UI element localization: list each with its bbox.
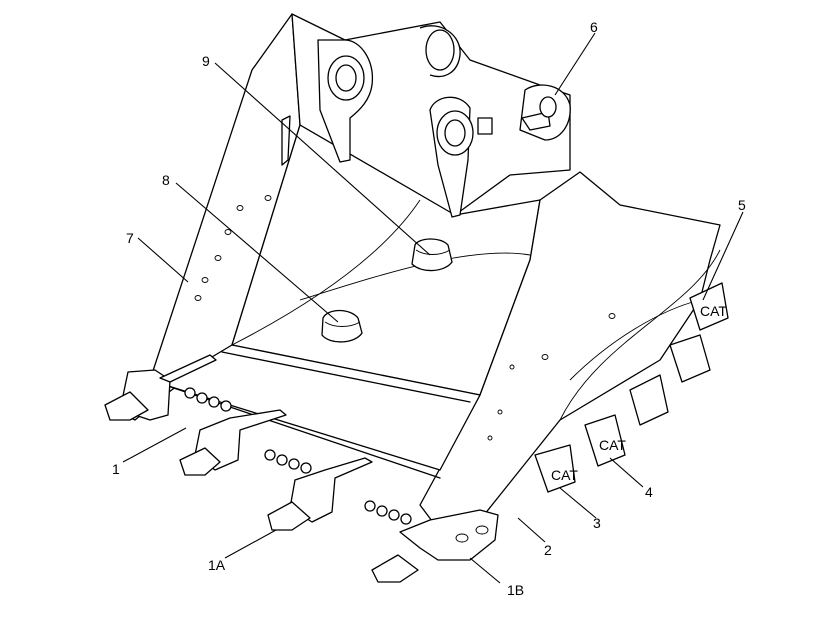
tooth-1B-adapter [399, 509, 499, 561]
lug-keeper [477, 117, 493, 135]
bolt-row-1 [184, 387, 232, 412]
cutter-3-logo: CAT [551, 467, 578, 483]
side-bolt-holes-right [487, 313, 616, 441]
callout-9: 9 [202, 53, 210, 69]
callout-1B: 1B [507, 582, 524, 598]
callout-5: 5 [738, 197, 746, 213]
leader-8 [175, 182, 339, 323]
callout-6: 6 [590, 19, 598, 35]
leader-3 [559, 487, 597, 519]
callout-1A: 1A [208, 557, 226, 573]
bolt-row-2 [264, 449, 312, 474]
tooth-1-tip [179, 447, 221, 476]
side-bolt-holes-left [194, 195, 272, 301]
floor-crease-left [231, 199, 421, 346]
shank-left [159, 354, 217, 383]
callout-2: 2 [544, 542, 552, 558]
bolt-row-3 [364, 500, 412, 525]
leader-lines [122, 32, 744, 584]
leader-6 [554, 32, 596, 96]
hinge-lugs [317, 25, 571, 218]
side-cutters: CAT CAT CAT [534, 282, 729, 493]
lug-plate [521, 111, 551, 131]
lip-inner-line [221, 351, 471, 403]
leader-1B [469, 557, 501, 584]
callout-labels: 6 9 8 7 5 1 1A 1B 2 3 4 [112, 19, 746, 598]
tooth-1B-tip [371, 554, 419, 583]
leader-7 [137, 237, 189, 283]
side-cutter-5 [689, 282, 729, 331]
callout-8: 8 [162, 172, 170, 188]
leader-9 [214, 62, 431, 256]
callout-3: 3 [593, 515, 601, 531]
lug-right-bore [444, 119, 466, 147]
side-crease-2 [569, 299, 701, 381]
lug-right-rear-boss [539, 96, 557, 118]
cutter-4-logo: CAT [599, 437, 626, 453]
callout-4: 4 [645, 484, 653, 500]
wear-buttons [321, 238, 453, 343]
cutter-5-logo: CAT [700, 303, 727, 319]
leader-2 [517, 517, 546, 543]
leader-1 [122, 427, 187, 463]
tooth-1A-tip [267, 501, 311, 531]
side-cutter-4 [584, 414, 626, 467]
side-cutter-mid-1 [629, 374, 669, 426]
leader-4 [609, 457, 644, 488]
lug-left-bore [335, 64, 357, 92]
teeth-row [104, 354, 499, 583]
side-crease [559, 249, 721, 421]
side-cutter-3 [534, 444, 576, 493]
side-cutter-mid-2 [669, 334, 711, 383]
leader-1A [224, 529, 277, 559]
callout-7: 7 [126, 230, 134, 246]
lug-left-rear-boss [425, 29, 455, 71]
tooth-tip-left [104, 391, 149, 421]
callout-1: 1 [112, 461, 120, 477]
leader-5 [702, 211, 744, 301]
